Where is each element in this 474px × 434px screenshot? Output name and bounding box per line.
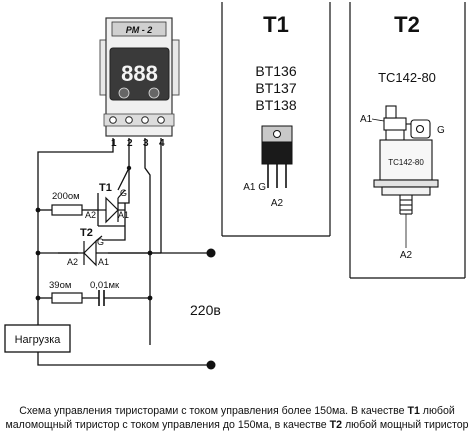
capacitor bbox=[98, 290, 105, 306]
resistor-39 bbox=[51, 292, 83, 304]
t1-model-1: BT136 bbox=[255, 63, 296, 79]
to220-package-drawing bbox=[261, 125, 293, 188]
caption-line-2-part-a: маломощный тиристор с током управления д… bbox=[5, 419, 330, 431]
caption-line-1-part-c: любой bbox=[419, 405, 455, 417]
caption-line-1-part-a: Схема управления тиристорами с током упр… bbox=[19, 405, 408, 417]
terminal-1-label: 1 bbox=[111, 138, 117, 149]
t1-pin-a2: A2 bbox=[271, 198, 284, 209]
caption-line-2-part-c: любой мощный тиристор bbox=[342, 419, 469, 431]
t1-label: T1 bbox=[99, 182, 112, 194]
caption-line-2-t2: T2 bbox=[329, 419, 342, 431]
resistor-39-label: 39ом bbox=[49, 280, 71, 291]
t2-pin-a2: A2 bbox=[400, 250, 413, 261]
t1-model-2: BT137 bbox=[255, 80, 296, 96]
caption-line-2: маломощный тиристор с током управления д… bbox=[4, 418, 470, 432]
mains-voltage-label: 220в bbox=[190, 302, 221, 318]
t2-model: TC142-80 bbox=[378, 70, 436, 85]
t2-body-label: TC142-80 bbox=[388, 158, 424, 167]
wiring bbox=[37, 138, 210, 366]
relay-display: 888 bbox=[121, 61, 158, 86]
panel-t2-title: T2 bbox=[394, 12, 420, 37]
relay-button-right[interactable] bbox=[148, 87, 160, 99]
terminal-4-label: 4 bbox=[159, 138, 165, 149]
t2-a1-label: A1 bbox=[98, 257, 109, 267]
junction-dots bbox=[35, 165, 153, 301]
panel-t2 bbox=[349, 2, 466, 279]
capacitor-label: 0,01мк bbox=[90, 280, 120, 291]
t2-gate-label: G bbox=[97, 237, 104, 247]
terminal-2-label: 2 bbox=[127, 138, 133, 149]
relay-device: РМ - 2 888 1 2 3 4 bbox=[99, 17, 180, 149]
t2-pin-g: G bbox=[437, 125, 445, 136]
terminal-3-label: 3 bbox=[143, 138, 149, 149]
panel-t1 bbox=[221, 2, 331, 237]
thyristor-t1-symbol bbox=[98, 189, 126, 224]
thyristor-t2-symbol bbox=[83, 235, 103, 267]
t1-a1-label: A1 bbox=[118, 210, 129, 220]
caption-line-1: Схема управления тиристорами с током упр… bbox=[4, 404, 470, 418]
relay-model-label: РМ - 2 bbox=[126, 25, 153, 35]
resistor-200-label: 200ом bbox=[52, 191, 80, 202]
t2-pin-a1: A1 bbox=[360, 114, 373, 125]
load-box bbox=[4, 324, 71, 353]
t2-label: T2 bbox=[80, 227, 93, 239]
relay-button-left[interactable] bbox=[118, 87, 130, 99]
resistor-200 bbox=[51, 204, 83, 216]
t1-model-3: BT138 bbox=[255, 97, 296, 113]
load-label: Нагрузка bbox=[15, 334, 62, 346]
caption-line-1-t1: T1 bbox=[407, 405, 420, 417]
t1-a2-label: A2 bbox=[85, 210, 96, 220]
t1-gate-label: G bbox=[120, 188, 127, 198]
mains-terminal-top bbox=[206, 248, 216, 258]
mains-terminal-bottom bbox=[206, 360, 216, 370]
t2-a2-label: A2 bbox=[67, 257, 78, 267]
caption: Схема управления тиристорами с током упр… bbox=[4, 404, 470, 432]
t1-pin-a1-g: A1 G bbox=[243, 182, 266, 193]
stud-thyristor-drawing bbox=[373, 105, 439, 215]
panel-t1-title: T1 bbox=[263, 12, 289, 37]
